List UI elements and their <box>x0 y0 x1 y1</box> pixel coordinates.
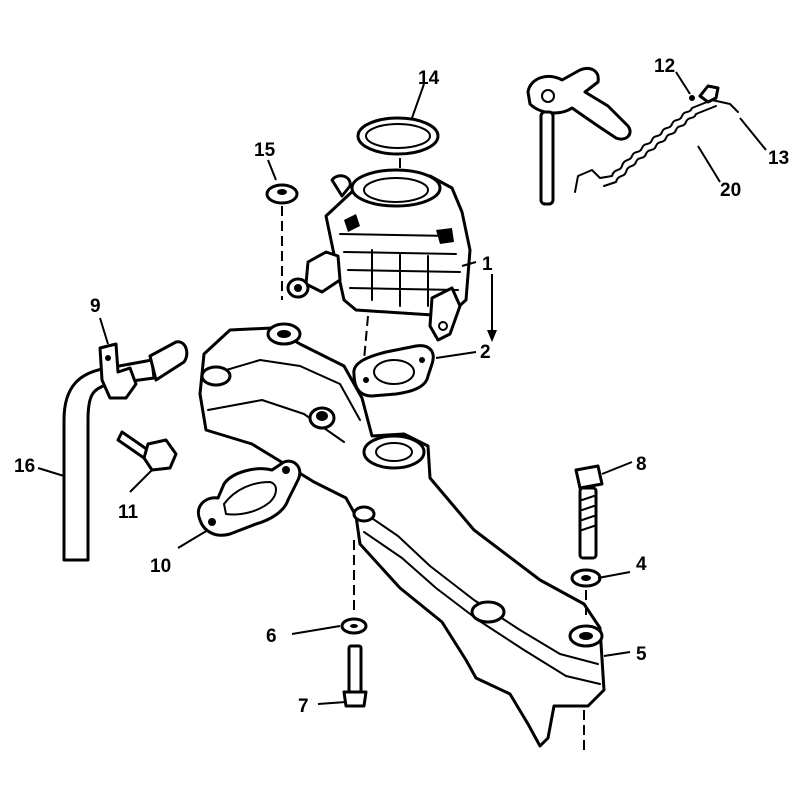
callout-5: 5 <box>636 644 647 665</box>
callout-6: 6 <box>266 626 277 647</box>
manifold-gasket <box>197 459 302 537</box>
manifold-washer <box>570 568 602 620</box>
clamp-bolt <box>116 430 178 472</box>
callout-9: 9 <box>90 296 101 317</box>
callout-14: 14 <box>418 68 440 89</box>
callout-15: 15 <box>254 140 276 161</box>
throttle-return-spring <box>574 99 739 193</box>
callout-12: 12 <box>654 56 675 77</box>
washer-lower <box>340 617 368 635</box>
callout-1: 1 <box>482 254 493 275</box>
callout-13: 13 <box>768 148 789 169</box>
hose-clamp <box>98 342 138 400</box>
air-cleaner-gasket <box>356 116 440 178</box>
callout-4: 4 <box>636 554 647 575</box>
carburetor-base-gasket <box>352 344 435 441</box>
manifold-bolt <box>574 464 604 560</box>
callout-10: 10 <box>150 556 171 577</box>
washer-top <box>265 183 299 300</box>
callout-20: 20 <box>720 180 741 201</box>
callout-2: 2 <box>480 342 491 363</box>
callout-7: 7 <box>298 696 309 717</box>
callout-8: 8 <box>636 454 647 475</box>
carburetor <box>286 168 472 361</box>
intake-manifold <box>198 322 606 750</box>
callout-11: 11 <box>118 502 139 523</box>
leader-lines <box>37 71 767 705</box>
vacuum-hose <box>62 340 189 562</box>
bolt-lower <box>342 644 368 708</box>
callout-labels: 1 2 4 5 6 7 8 9 10 11 12 13 14 15 16 20 <box>14 56 789 717</box>
callout-16: 16 <box>14 456 35 477</box>
throttle-lever <box>526 67 632 206</box>
linkage-clip <box>689 84 720 104</box>
